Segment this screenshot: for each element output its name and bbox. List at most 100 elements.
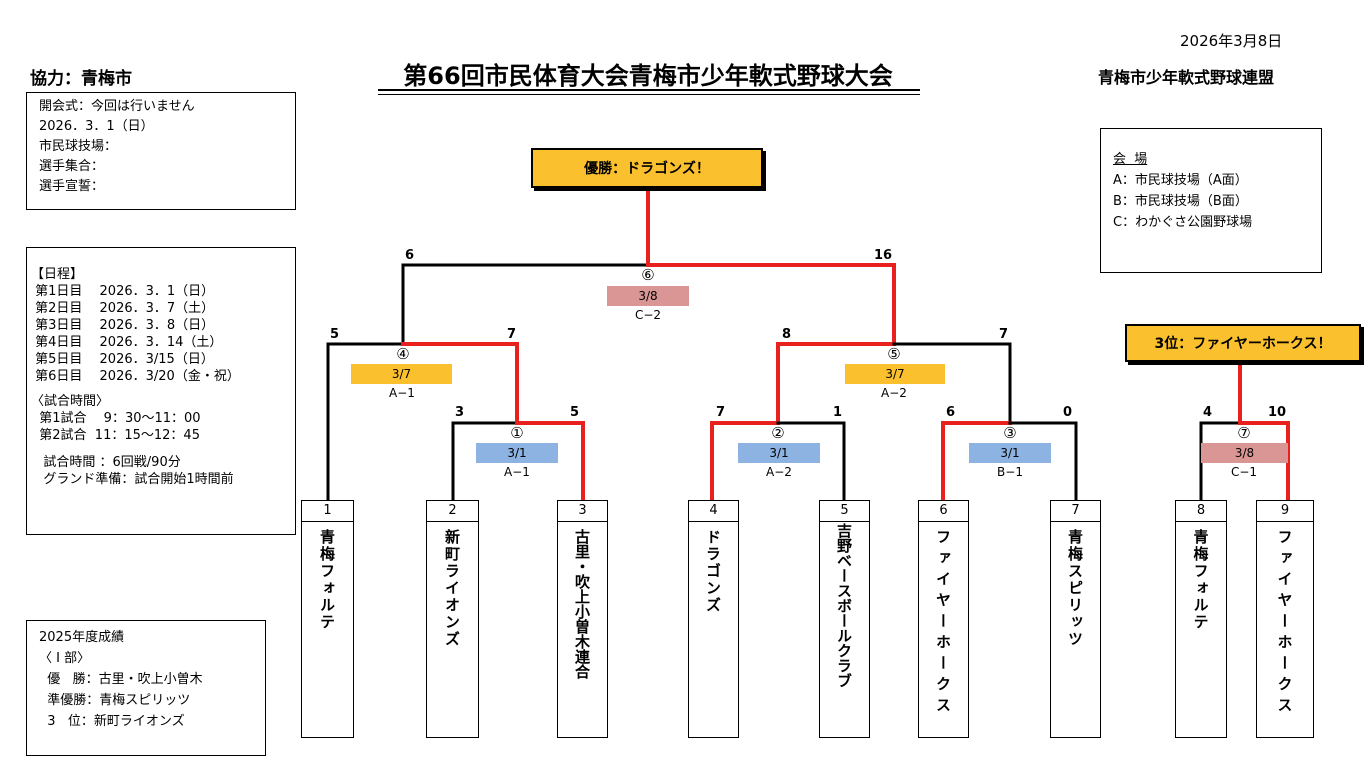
- title-underline-thin: [378, 94, 920, 95]
- team-number: 2: [427, 501, 478, 522]
- schedule-line: 第5日目 2026．3/15（日）: [31, 352, 214, 367]
- team-name: ファイヤーホークス: [934, 529, 952, 718]
- champion-banner: 優勝：ドラゴンズ！: [531, 148, 763, 188]
- team-box: 8 青梅フォルテ: [1175, 500, 1227, 738]
- team-number: 5: [820, 501, 869, 522]
- schedule-line: 試合時間 ：6回戦/90分: [31, 455, 181, 470]
- schedule-line: 〈試合時間〉: [31, 394, 110, 409]
- score: 7: [507, 327, 517, 342]
- team-name: 古里・吹上小曽木連合: [573, 529, 591, 679]
- results-line: 準優勝：青梅スピリッツ: [39, 693, 191, 708]
- bracket-line-g3-r: [1008, 421, 1078, 502]
- score: 10: [1268, 405, 1287, 420]
- team-box: 9 ファイヤーホークス: [1256, 500, 1314, 738]
- score: 7: [999, 327, 1009, 342]
- team-box: 1 青梅フォルテ: [301, 500, 354, 738]
- team-name: 青梅フォルテ: [318, 529, 336, 631]
- bracket-line-g7-r: [1238, 421, 1290, 502]
- results-line: 優 勝：古里・吹上小曽木: [39, 672, 203, 687]
- game-date: 3/8: [607, 286, 689, 306]
- game-number: ①: [510, 424, 524, 442]
- title-underline: [378, 89, 920, 91]
- team-box: 7 青梅スピリッツ: [1050, 500, 1101, 738]
- game-number: ②: [771, 424, 785, 442]
- schedule-line: 第4日目 2026．3．14（土）: [31, 335, 223, 350]
- game-date: 3/1: [476, 443, 558, 463]
- team-number: 3: [558, 501, 607, 522]
- score: 3: [455, 405, 465, 420]
- opening-line: 選手宣誓：: [39, 179, 105, 194]
- team-box: 2 新町ライオンズ: [426, 500, 479, 738]
- results-line: 3 位：新町ライオンズ: [39, 714, 185, 729]
- game-venue: C−2: [634, 308, 662, 322]
- score: 5: [330, 327, 340, 342]
- bracket-line-g7-l: [1199, 421, 1242, 502]
- score: 1: [833, 405, 843, 420]
- score: 5: [570, 405, 580, 420]
- bracket-line-g3-l: [941, 421, 1012, 502]
- document-date: 2026年3月8日: [1180, 32, 1283, 50]
- team-name: ファイヤーホークス: [1275, 529, 1294, 718]
- game-date: 3/8: [1201, 443, 1288, 463]
- schedule-line: 第3日目 2026．3．8（日）: [31, 318, 215, 333]
- game-date: 3/1: [738, 443, 820, 463]
- game-number: ⑥: [641, 266, 655, 284]
- organizer-label: 青梅市少年軟式野球連盟: [1098, 68, 1275, 87]
- schedule-line: 第2日目 2026．3．7（土）: [31, 301, 215, 316]
- score: 16: [874, 248, 893, 263]
- schedule-line: グランド準備：試合開始1時間前: [31, 472, 234, 487]
- results-line: 2025年度成績: [39, 630, 125, 645]
- cooperation-label: 協力：青梅市: [30, 69, 132, 89]
- score: 6: [946, 405, 956, 420]
- bracket-line-g2-r: [776, 421, 846, 502]
- schedule-line: 【日程】: [31, 267, 84, 282]
- opening-line: 市民球技場：: [39, 139, 118, 154]
- game-number: ③: [1003, 424, 1017, 442]
- previous-results-box: 2025年度成績 〈 I 部〉 優 勝：古里・吹上小曽木 準優勝：青梅スピリッツ…: [26, 620, 266, 756]
- game-venue: A−2: [766, 465, 792, 479]
- schedule-line: 第6日目 2026．3/20（金・祝）: [31, 369, 240, 384]
- venue-title: 会 場: [1113, 152, 1148, 167]
- game-venue: B−1: [997, 465, 1023, 479]
- schedule-line: 第2試合 11：15～12：45: [31, 428, 200, 443]
- team-number: 9: [1257, 501, 1313, 522]
- venue-line: A：市民球技場（A面）: [1113, 173, 1248, 188]
- results-line: 〈 I 部〉: [39, 651, 91, 666]
- team-number: 4: [689, 501, 738, 522]
- schedule-line: 第1日目 2026．3．1（日）: [31, 284, 215, 299]
- game-venue: C−1: [1230, 465, 1258, 479]
- score: 4: [1203, 405, 1213, 420]
- game-venue: A−1: [389, 386, 415, 400]
- opening-line: 2026．3．1（日）: [39, 119, 154, 134]
- game-number: ⑤: [887, 345, 901, 363]
- game-number: ④: [396, 345, 410, 363]
- game-date: 3/7: [351, 364, 452, 384]
- team-number: 8: [1176, 501, 1226, 522]
- game-number: ⑦: [1237, 424, 1251, 442]
- team-box: 4 ドラゴンズ: [688, 500, 739, 738]
- game-date: 3/7: [845, 364, 945, 384]
- score: 6: [405, 248, 415, 263]
- team-name: 青梅フォルテ: [1191, 529, 1210, 631]
- schedule-line: 第1試合 9：30～11：00: [31, 411, 201, 426]
- venue-box: 会 場 A：市民球技場（A面） B：市民球技場（B面） C：わかぐさ公園野球場: [1100, 128, 1322, 273]
- venue-line: B：市民球技場（B面）: [1113, 194, 1248, 209]
- team-box: 5 吉野ベースボールクラブ: [819, 500, 870, 738]
- game-venue: A−2: [881, 386, 907, 400]
- opening-line: 開会式：今回は行いません: [39, 99, 195, 114]
- team-number: 6: [919, 501, 968, 522]
- team-name: 吉野ベースボールクラブ: [835, 523, 853, 688]
- team-number: 7: [1051, 501, 1100, 522]
- venue-line: C：わかぐさ公園野球場: [1113, 215, 1253, 230]
- bracket-line-g1-r: [515, 421, 585, 502]
- bracket-line-g2-l: [710, 421, 780, 502]
- score: 7: [716, 405, 726, 420]
- team-name: 青梅スピリッツ: [1066, 529, 1084, 648]
- score: 0: [1063, 405, 1073, 420]
- team-box: 6 ファイヤーホークス: [918, 500, 969, 738]
- page-title: 第66回市民体育大会青梅市少年軟式野球大会: [403, 62, 893, 90]
- opening-ceremony-box: 開会式：今回は行いません 2026．3．1（日） 市民球技場： 選手集合： 選手…: [26, 92, 296, 210]
- team-name: ドラゴンズ: [704, 529, 722, 614]
- game-date: 3/1: [969, 443, 1051, 463]
